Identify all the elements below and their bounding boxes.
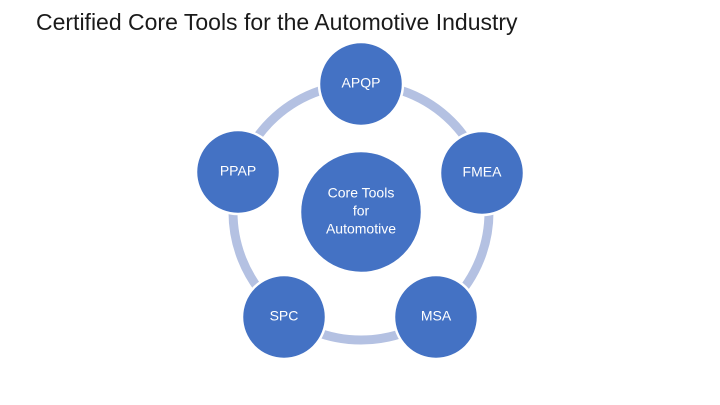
node-fmea: FMEA xyxy=(438,129,526,217)
node-ppap: PPAP xyxy=(194,128,282,216)
node-spc-circle xyxy=(240,273,328,361)
center-label-line-3: Automotive xyxy=(326,221,396,237)
node-msa-label: MSA xyxy=(421,308,452,324)
node-fmea-label: FMEA xyxy=(463,164,503,180)
slide-title: Certified Core Tools for the Automotive … xyxy=(36,9,518,35)
node-ppap-label: PPAP xyxy=(220,163,256,179)
center-circle xyxy=(298,149,424,275)
center-label-line-1: Core Tools xyxy=(328,185,395,201)
node-spc: SPC xyxy=(240,273,328,361)
node-ppap-circle xyxy=(194,128,282,216)
node-apqp-circle xyxy=(317,40,405,128)
node-msa-circle xyxy=(392,273,480,361)
node-fmea-circle xyxy=(438,129,526,217)
center-node: Core Tools for Automotive xyxy=(298,149,424,275)
node-msa: MSA xyxy=(392,273,480,361)
node-spc-label: SPC xyxy=(270,308,299,324)
node-apqp-label: APQP xyxy=(342,75,381,91)
node-apqp: APQP xyxy=(317,40,405,128)
center-label-line-2: for xyxy=(353,203,370,219)
